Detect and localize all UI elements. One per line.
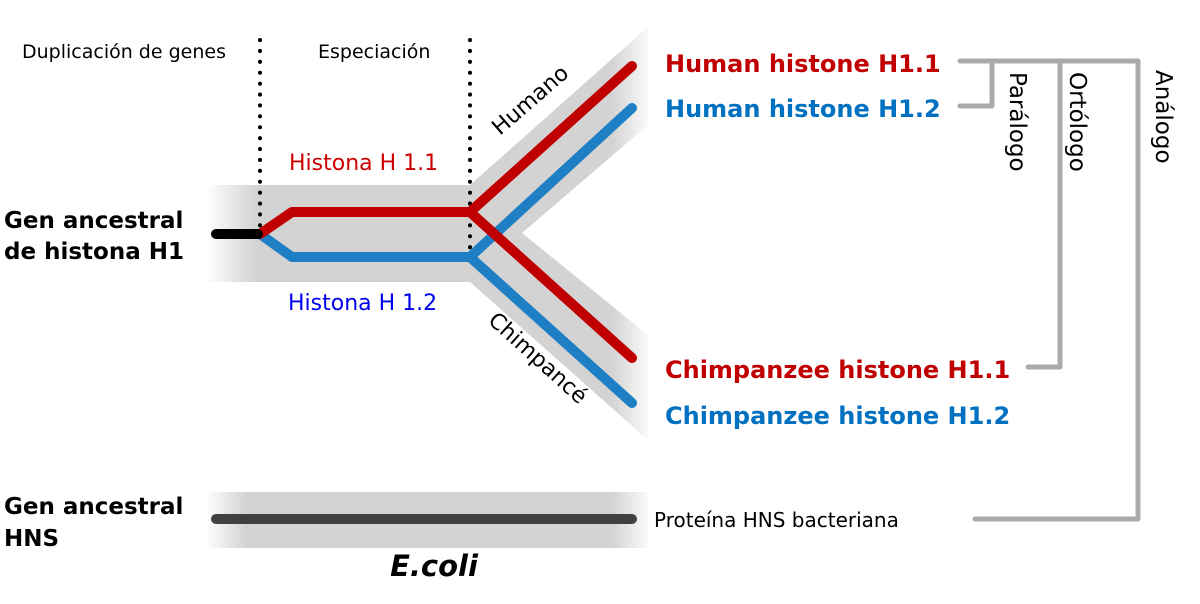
- histone-lineage-band: [208, 27, 648, 440]
- ancestral-hns-label-1: Gen ancestral: [4, 494, 183, 520]
- histona-h12-label: Histona H 1.2: [288, 291, 437, 316]
- speciation-label: Especiación: [318, 41, 430, 63]
- duplication-label: Duplicación de genes: [22, 41, 226, 63]
- analog-bracket: [972, 58, 1141, 522]
- ancestral-h1-label-1: Gen ancestral: [4, 208, 183, 234]
- analog-label: Análogo: [1150, 70, 1176, 164]
- ortholog-bracket: [989, 58, 1063, 370]
- ortholog-label: Ortólogo: [1064, 72, 1090, 172]
- chimp-h11-label: Chimpanzee histone H1.1: [665, 356, 1010, 384]
- blue-human-lineage: [255, 103, 637, 262]
- paralog-bracket: [957, 58, 995, 109]
- bacterial-hns-label: Proteína HNS bacteriana: [654, 508, 899, 532]
- red-human-lineage: [255, 61, 637, 239]
- human-h11-label: Human histone H1.1: [665, 50, 941, 78]
- ancestral-h1-label-2: de histona H1: [4, 239, 184, 265]
- red-chimp-lineage: [465, 207, 637, 363]
- human-h12-label: Human histone H1.2: [665, 95, 941, 123]
- histona-h11-label: Histona H 1.1: [289, 151, 438, 176]
- paralog-label: Parálogo: [1004, 72, 1030, 172]
- chimp-h12-label: Chimpanzee histone H1.2: [665, 402, 1010, 430]
- ecoli-label: E.coli: [390, 549, 479, 583]
- ancestral-hns-label-2: HNS: [4, 526, 59, 552]
- band-fade-right: [612, 20, 652, 450]
- blue-chimp-lineage: [465, 252, 637, 408]
